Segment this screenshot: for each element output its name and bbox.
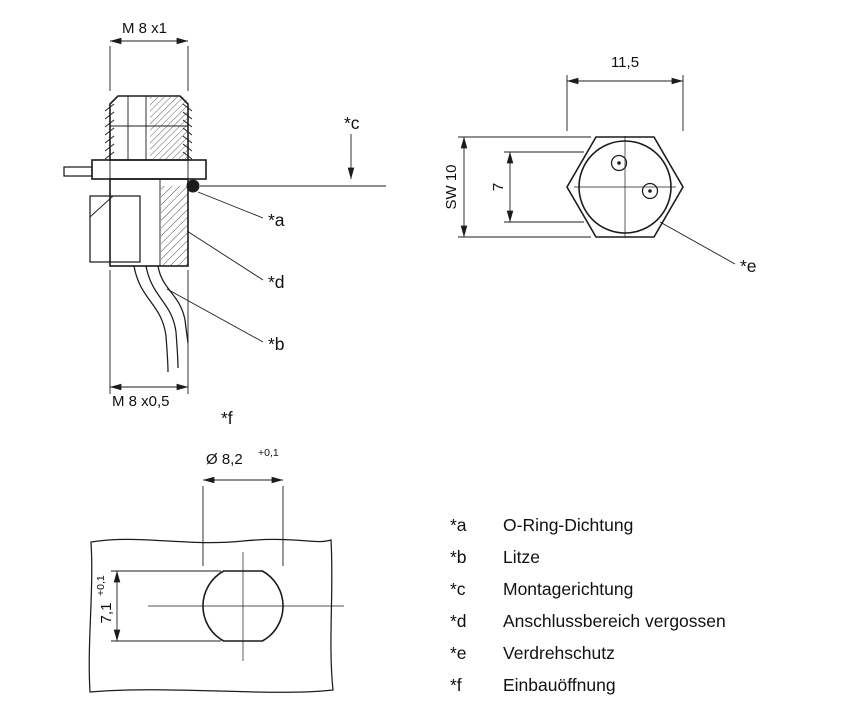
terminal-block bbox=[89, 195, 141, 263]
hexagon-outline bbox=[566, 136, 684, 238]
inner-dimension: 7 bbox=[490, 151, 584, 223]
callout-c: *c bbox=[344, 113, 360, 180]
dim-top-thread-label: M 8 x1 bbox=[122, 20, 167, 37]
wire-lines bbox=[133, 265, 189, 373]
pin-1 bbox=[610, 154, 628, 172]
thread-ticks-left bbox=[104, 103, 115, 160]
legend-label-e: Verdrehschutz bbox=[503, 642, 615, 663]
legend-label-d: Anschlussbereich vergossen bbox=[503, 610, 726, 631]
o-ring-dot bbox=[186, 179, 200, 193]
width-dimension: 11,5 bbox=[566, 54, 684, 131]
legend-row-a: *a O-Ring-Dichtung bbox=[450, 509, 790, 541]
dim-diameter-tolerance: +0,1 bbox=[258, 447, 279, 459]
legend-key-e: *e bbox=[450, 642, 467, 663]
legend-label-b: Litze bbox=[503, 546, 540, 567]
top-thread-dimension: M 8 x1 bbox=[109, 20, 189, 91]
legend-key-a: *a bbox=[450, 514, 467, 535]
dim-inner-label: 7 bbox=[490, 183, 507, 191]
legend-row-f: *f Einbauöffnung bbox=[450, 669, 790, 701]
dim-bottom-thread-label: M 8 x0,5 bbox=[112, 393, 170, 410]
front-view: 11,5 SW 10 7 *e bbox=[443, 54, 757, 276]
legend-row-d: *d Anschlussbereich vergossen bbox=[450, 605, 790, 637]
callout-b-label: *b bbox=[268, 334, 285, 354]
legend-label-a: O-Ring-Dichtung bbox=[503, 514, 634, 535]
legend-key-c: *c bbox=[450, 578, 466, 599]
diameter-dimension: Ø 8,2 +0,1 bbox=[202, 447, 284, 566]
callout-e: *e bbox=[659, 221, 757, 276]
callout-d: *d bbox=[186, 230, 285, 292]
side-view: M 8 x1 bbox=[63, 20, 386, 428]
flange-outline bbox=[91, 159, 207, 180]
mounting-hole-outline bbox=[202, 570, 284, 642]
callout-a-label: *a bbox=[268, 210, 285, 230]
callout-d-label: *d bbox=[268, 272, 285, 292]
dim-diameter-label: Ø 8,2 bbox=[206, 451, 243, 468]
height-dimension: 7,1 +0,1 bbox=[95, 570, 221, 642]
potting-area-hatch bbox=[161, 186, 188, 265]
callout-f-label: *f bbox=[221, 408, 233, 428]
bottom-thread-dimension: M 8 x0,5 bbox=[109, 270, 189, 410]
thread-ticks-right bbox=[182, 103, 193, 160]
legend-key-f: *f bbox=[450, 674, 462, 695]
legend-label-f: Einbauöffnung bbox=[503, 674, 616, 695]
legend-key-b: *b bbox=[450, 546, 467, 567]
legend-row-c: *c Montagerichtung bbox=[450, 573, 790, 605]
dim-height-label: 7,1 bbox=[98, 603, 115, 624]
legend-row-b: *b Litze bbox=[450, 541, 790, 573]
pin-2 bbox=[641, 182, 659, 200]
panel-plate-outline bbox=[88, 538, 334, 693]
callout-e-label: *e bbox=[740, 256, 757, 276]
legend-row-e: *e Verdrehschutz bbox=[450, 637, 790, 669]
connector-side-profile bbox=[63, 95, 207, 267]
callout-a: *a bbox=[197, 191, 285, 230]
legend: *a O-Ring-Dichtung *b Litze *c Montageri… bbox=[450, 509, 790, 701]
shell-section-hatch bbox=[150, 97, 187, 159]
wrench-dimension: SW 10 bbox=[443, 136, 591, 238]
dim-width-label: 11,5 bbox=[611, 54, 639, 71]
hole-view: Ø 8,2 +0,1 7,1 +0,1 bbox=[88, 447, 344, 693]
legend-key-d: *d bbox=[450, 610, 467, 631]
dim-wrench-label: SW 10 bbox=[443, 164, 460, 209]
legend-label-c: Montagerichtung bbox=[503, 578, 634, 599]
callout-b: *b bbox=[166, 288, 285, 354]
panel-sheet bbox=[63, 166, 93, 177]
callout-c-label: *c bbox=[344, 113, 360, 133]
dim-height-tolerance: +0,1 bbox=[95, 575, 107, 596]
